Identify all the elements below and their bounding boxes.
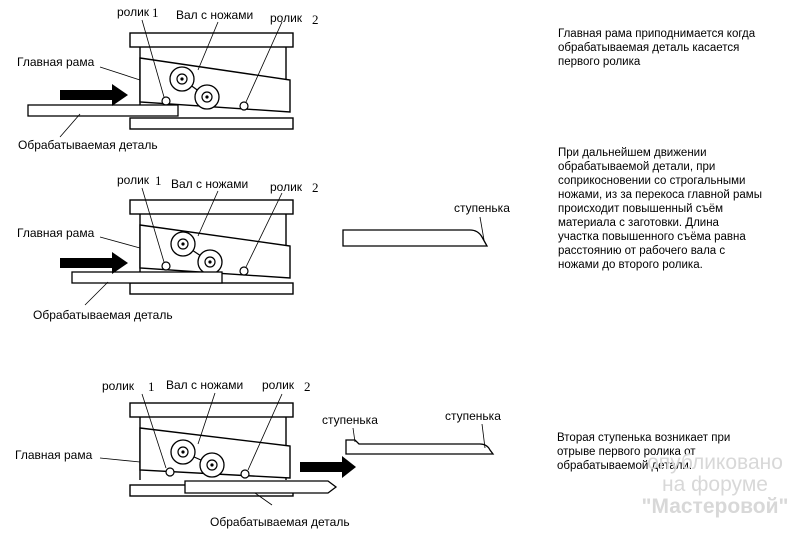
workpiece-with-steps bbox=[345, 439, 495, 455]
roller-1-icon bbox=[161, 261, 171, 271]
roller-1-label: ролик bbox=[117, 5, 150, 19]
roller-2-icon bbox=[239, 266, 249, 276]
leader-lines bbox=[59, 19, 283, 138]
leader-lines bbox=[99, 392, 283, 506]
shaft-label: Вал с ножами bbox=[166, 378, 243, 392]
step-leader bbox=[479, 216, 485, 241]
workpiece-label: Обрабатываемая деталь bbox=[210, 515, 350, 529]
shaft-label: Вал с ножами bbox=[171, 177, 248, 191]
step-label: ступенька bbox=[445, 409, 501, 423]
description-line: отрыве первого ролика от bbox=[557, 446, 696, 458]
workpiece-label: Обрабатываемая деталь bbox=[18, 138, 158, 152]
step-label: ступенька bbox=[322, 413, 378, 427]
stage-2-description: При дальнейшем движении обрабатываемой д… bbox=[558, 146, 762, 272]
frame-label: Главная рама bbox=[17, 226, 95, 240]
shaft-label: Вал с ножами bbox=[176, 8, 253, 22]
forum-watermark: опубликовано на форуме "Мастеровой" bbox=[632, 452, 798, 518]
roller-1-icon bbox=[161, 96, 171, 106]
roller-2-number: 2 bbox=[312, 180, 319, 195]
workpiece bbox=[184, 480, 338, 494]
watermark-line: опубликовано bbox=[647, 451, 783, 474]
description-line: Главная рама приподнимается когда bbox=[558, 28, 756, 40]
description-line: обрабатываемая деталь касается bbox=[558, 42, 740, 54]
description-line: происходит повышенный съём bbox=[558, 203, 723, 215]
description-line: ножами, из за перекоса главной рамы bbox=[558, 189, 762, 201]
description-line: соприкосновении со строгальными bbox=[558, 175, 746, 187]
step-label: ступенька bbox=[454, 201, 510, 215]
stage-3: ролик 1 Вал с ножами ролик 2 Главная рам… bbox=[15, 378, 501, 529]
roller-1-label: ролик bbox=[102, 379, 135, 393]
leader-lines bbox=[84, 187, 283, 306]
roller-2-number: 2 bbox=[312, 12, 319, 27]
workpiece-label: Обрабатываемая деталь bbox=[33, 308, 173, 322]
watermark-line: на форуме bbox=[662, 473, 768, 496]
stage-3-description: Вторая ступенька возникает при отрыве пе… bbox=[557, 431, 730, 473]
roller-2-label: ролик bbox=[262, 378, 295, 392]
stage-2: ролик 1 Вал с ножами ролик 2 Главная рам… bbox=[17, 173, 510, 322]
description-line: участка повышенного съёма равна bbox=[558, 231, 746, 243]
roller-2-number: 2 bbox=[304, 379, 311, 394]
roller-2-icon bbox=[240, 469, 250, 479]
roller-2-label: ролик bbox=[270, 11, 303, 25]
roller-2-icon bbox=[239, 101, 249, 111]
step-leader bbox=[481, 423, 486, 449]
feed-arrow-icon bbox=[300, 456, 356, 478]
workpiece bbox=[71, 271, 223, 284]
frame-label: Главная рама bbox=[15, 448, 93, 462]
description-line: первого ролика bbox=[558, 56, 641, 68]
roller-1-label: ролик bbox=[117, 173, 150, 187]
workpiece bbox=[27, 104, 179, 117]
description-line: материала с заготовки. Длина bbox=[558, 217, 719, 229]
roller-1-number: 1 bbox=[155, 173, 162, 188]
workpiece-with-step bbox=[342, 229, 489, 247]
roller-2-label: ролик bbox=[270, 180, 303, 194]
description-line: расстоянию от рабочего вала с bbox=[558, 245, 726, 257]
frame-label: Главная рама bbox=[17, 55, 95, 69]
stage-1-description: Главная рама приподнимается когда обраба… bbox=[558, 27, 755, 69]
roller-1-icon bbox=[165, 467, 175, 477]
roller-1-number: 1 bbox=[148, 379, 155, 394]
feed-arrow-icon bbox=[60, 252, 128, 274]
watermark-line: "Мастеровой" bbox=[641, 495, 789, 518]
feed-arrow-icon bbox=[60, 84, 128, 106]
description-line: обрабатываемой детали. bbox=[557, 460, 693, 472]
description-line: Вторая ступенька возникает при bbox=[557, 432, 731, 444]
roller-1-number: 1 bbox=[152, 5, 159, 20]
stage-1: ролик 1 Вал с ножами ролик 2 Главная рам… bbox=[17, 5, 319, 152]
description-line: обрабатываемой детали, при bbox=[558, 161, 716, 173]
step-leader bbox=[352, 427, 356, 443]
description-line: При дальнейшем движении bbox=[558, 147, 707, 159]
description-line: ножами до второго ролика. bbox=[558, 259, 703, 271]
